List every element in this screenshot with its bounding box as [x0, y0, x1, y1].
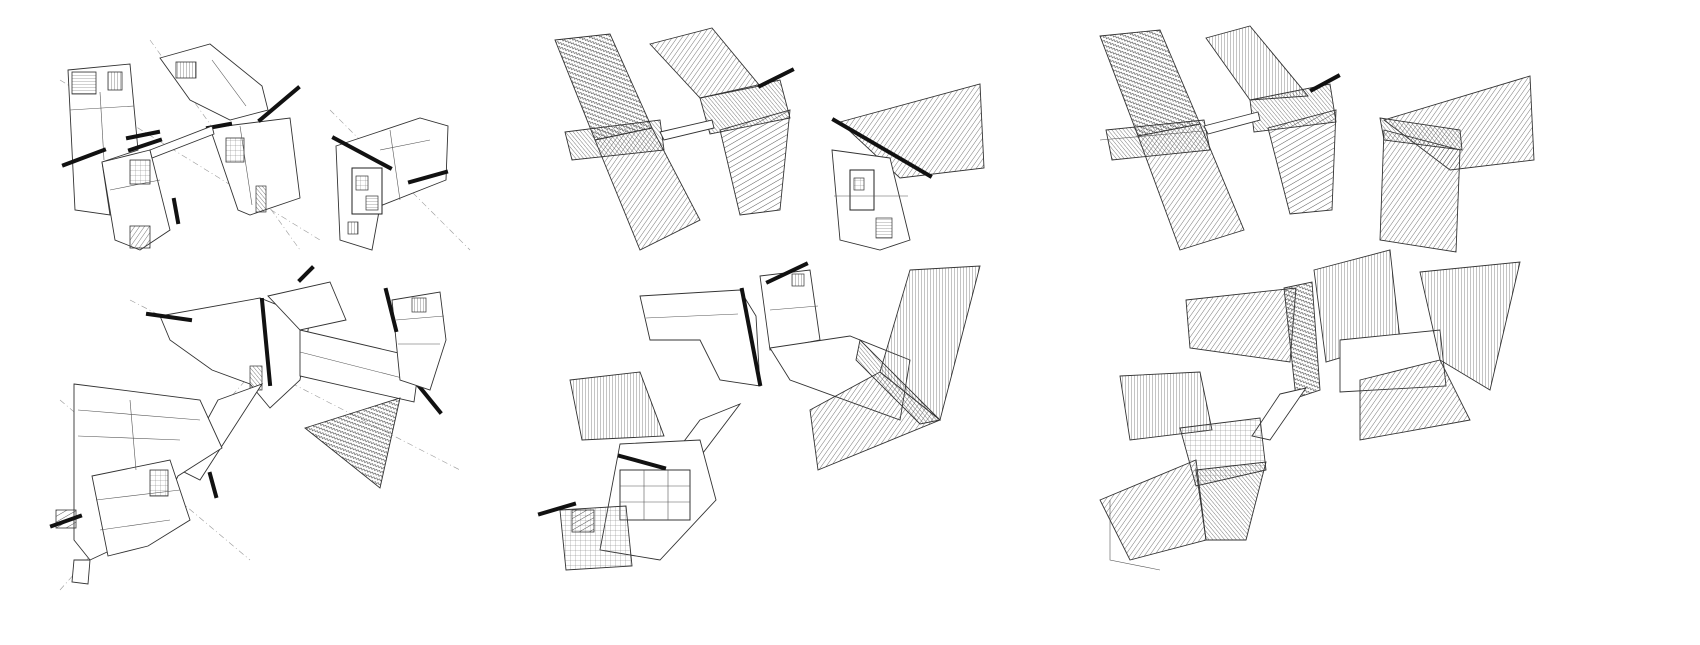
central-hall: [145, 265, 443, 415]
roof-east: [809, 265, 981, 471]
roof3-south-west: [1099, 371, 1267, 571]
wing-south-west: [49, 383, 223, 585]
roof-plan-panel: [1099, 25, 1535, 571]
roof3-north-east: [1379, 75, 1535, 253]
roof3-link: [1251, 387, 1308, 441]
roof3-central: [1185, 249, 1521, 441]
floor-plan-panel: [49, 39, 471, 591]
roof3-bridge: [1203, 111, 1261, 135]
upper-floor-panel: [537, 27, 985, 571]
upper-floor-south-west: [537, 371, 717, 571]
upper-floor-east: [831, 149, 911, 251]
wing-north-east: [331, 117, 449, 251]
roof-north: [649, 27, 795, 216]
roof3-north: [1205, 25, 1341, 215]
wing-north-west: [61, 63, 181, 251]
wing-north: [159, 43, 301, 216]
bridge-2: [659, 119, 715, 141]
roof3-north-west: [1099, 29, 1245, 251]
bridge: [127, 125, 215, 159]
wing-east: [304, 287, 447, 489]
roof-north-west: [554, 33, 701, 251]
